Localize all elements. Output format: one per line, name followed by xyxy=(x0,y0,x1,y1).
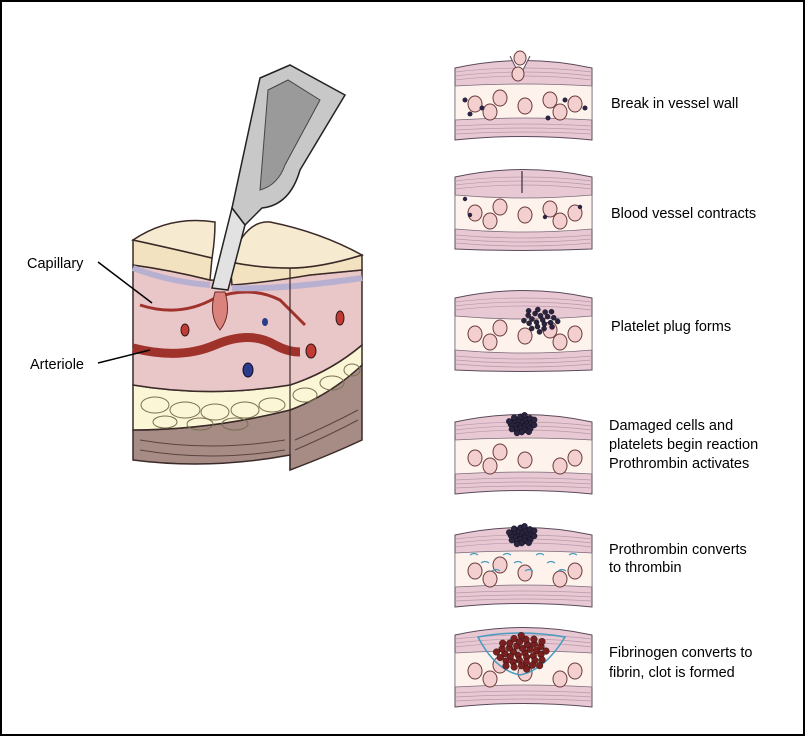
red-blood-cell xyxy=(482,103,498,121)
platelet xyxy=(479,105,485,111)
red-blood-cell xyxy=(467,95,483,113)
red-blood-cell xyxy=(552,457,568,475)
red-blood-cell xyxy=(567,562,583,580)
step-1 xyxy=(454,50,593,141)
step-4-text-line-2: platelets begin reaction xyxy=(609,437,758,453)
platelet xyxy=(467,111,473,117)
platelet xyxy=(582,105,588,111)
red-blood-cell xyxy=(567,95,583,113)
step-6 xyxy=(454,627,593,708)
red-blood-cell xyxy=(482,670,498,688)
arteriole-leader xyxy=(97,349,151,364)
red-blood-cell xyxy=(492,319,508,337)
red-blood-cell xyxy=(552,103,568,121)
step-4-text-line-3: Prothrombin activates xyxy=(609,456,749,472)
step-3 xyxy=(454,290,593,372)
arteriole-label: Arteriole xyxy=(30,357,84,373)
red-blood-cell xyxy=(552,670,568,688)
step-4 xyxy=(454,412,593,495)
red-blood-cell xyxy=(492,89,508,107)
red-blood-cell xyxy=(482,570,498,588)
red-blood-cell xyxy=(567,449,583,467)
red-blood-cell xyxy=(517,451,533,469)
step-1-text-line-1: Break in vessel wall xyxy=(611,96,738,112)
red-blood-cell xyxy=(567,204,583,222)
red-blood-cell xyxy=(567,325,583,343)
red-blood-cell xyxy=(517,97,533,115)
step-3-text-line-1: Platelet plug forms xyxy=(611,319,731,335)
step-5-text-line-1: Prothrombin converts xyxy=(609,542,747,558)
step-5-text-line-2: to thrombin xyxy=(609,560,682,576)
capillary-label: Capillary xyxy=(27,256,84,272)
red-blood-cell xyxy=(492,443,508,461)
red-blood-cell xyxy=(517,327,533,345)
red-blood-cell xyxy=(517,206,533,224)
platelet xyxy=(462,97,468,103)
red-blood-cell xyxy=(517,564,533,582)
platelet xyxy=(545,115,551,121)
red-blood-cell xyxy=(467,562,483,580)
red-blood-cell xyxy=(482,333,498,351)
red-blood-cell xyxy=(542,200,558,218)
red-blood-cell xyxy=(542,91,558,109)
red-blood-cell xyxy=(492,198,508,216)
capillary-vessel xyxy=(139,290,307,327)
capillary-leader xyxy=(97,261,153,304)
red-blood-cell xyxy=(552,570,568,588)
scalpel-icon xyxy=(211,64,347,291)
red-blood-cell xyxy=(467,662,483,680)
red-blood-cell xyxy=(482,457,498,475)
red-blood-cell xyxy=(552,212,568,230)
red-blood-cell xyxy=(552,333,568,351)
red-blood-cell xyxy=(467,325,483,343)
platelet xyxy=(562,97,568,103)
red-blood-cell xyxy=(482,212,498,230)
red-blood-cell xyxy=(467,204,483,222)
step-2-text-line-1: Blood vessel contracts xyxy=(611,206,756,222)
step-6-text-line-2: fibrin, clot is formed xyxy=(609,665,735,681)
step-2 xyxy=(454,169,593,251)
arteriole-vessel xyxy=(131,333,301,358)
skin-tissue-block xyxy=(131,219,364,472)
step-6-text-line-1: Fibrinogen converts to xyxy=(609,645,752,661)
red-blood-cell xyxy=(567,662,583,680)
step-5 xyxy=(454,523,593,608)
red-blood-cell xyxy=(467,449,483,467)
step-4-text-line-1: Damaged cells and xyxy=(609,418,733,434)
